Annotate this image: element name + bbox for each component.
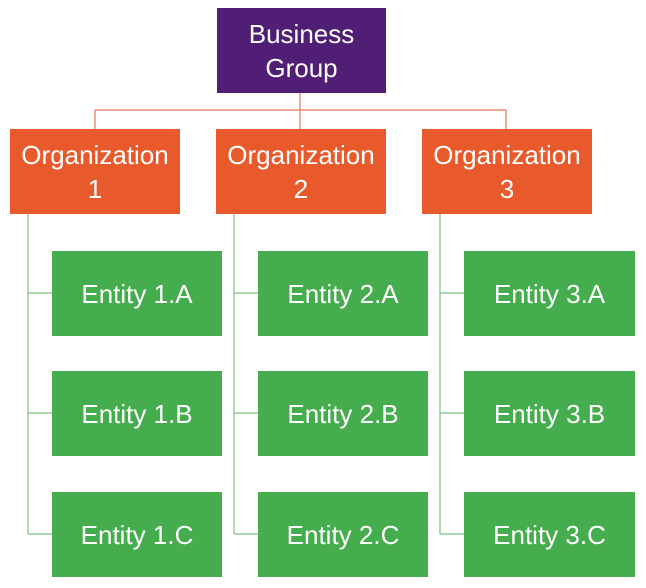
entity-2c-label: Entity 2.C bbox=[286, 519, 400, 550]
business-group-label-line2: Group bbox=[265, 52, 338, 83]
entity-1a-label: Entity 1.A bbox=[81, 278, 193, 309]
entity-1b-node: Entity 1.B bbox=[52, 371, 222, 456]
entity-3a-label: Entity 3.A bbox=[493, 278, 606, 309]
entity-1c-label: Entity 1.C bbox=[80, 519, 194, 550]
organization-3-node: Organization 3 bbox=[422, 129, 592, 214]
entity-2a-label: Entity 2.A bbox=[287, 278, 399, 309]
entity-1b-label: Entity 1.B bbox=[81, 398, 193, 429]
entity-3c-label: Entity 3.C bbox=[493, 519, 606, 550]
entity-3b-label: Entity 3.B bbox=[493, 398, 606, 429]
organization-3-label-line1: Organization bbox=[433, 139, 581, 170]
entity-1c-node: Entity 1.C bbox=[52, 492, 222, 577]
entity-2b-label: Entity 2.B bbox=[287, 398, 399, 429]
organization-2-label-line1: Organization bbox=[227, 139, 375, 170]
entity-3a-node: Entity 3.A bbox=[464, 251, 635, 336]
entity-connectors bbox=[27, 213, 464, 535]
organization-2-label-line2: 2 bbox=[293, 173, 309, 204]
entity-3c-node: Entity 3.C bbox=[464, 492, 635, 577]
entity-2c-node: Entity 2.C bbox=[258, 492, 428, 577]
entity-1a-node: Entity 1.A bbox=[52, 251, 222, 336]
organization-1-node: Organization 1 bbox=[10, 129, 180, 214]
organization-2-node: Organization 2 bbox=[216, 129, 386, 214]
entity-2a-node: Entity 2.A bbox=[258, 251, 428, 336]
entity-2b-node: Entity 2.B bbox=[258, 371, 428, 456]
business-group-label-line1: Business bbox=[248, 18, 355, 49]
business-group-node: Business Group bbox=[217, 8, 386, 93]
organization-1-label-line1: Organization bbox=[21, 139, 169, 170]
organization-1-label-line2: 1 bbox=[87, 173, 103, 204]
organization-3-label-line2: 3 bbox=[499, 173, 515, 204]
org-connectors bbox=[94, 92, 507, 129]
entity-3b-node: Entity 3.B bbox=[464, 371, 635, 456]
